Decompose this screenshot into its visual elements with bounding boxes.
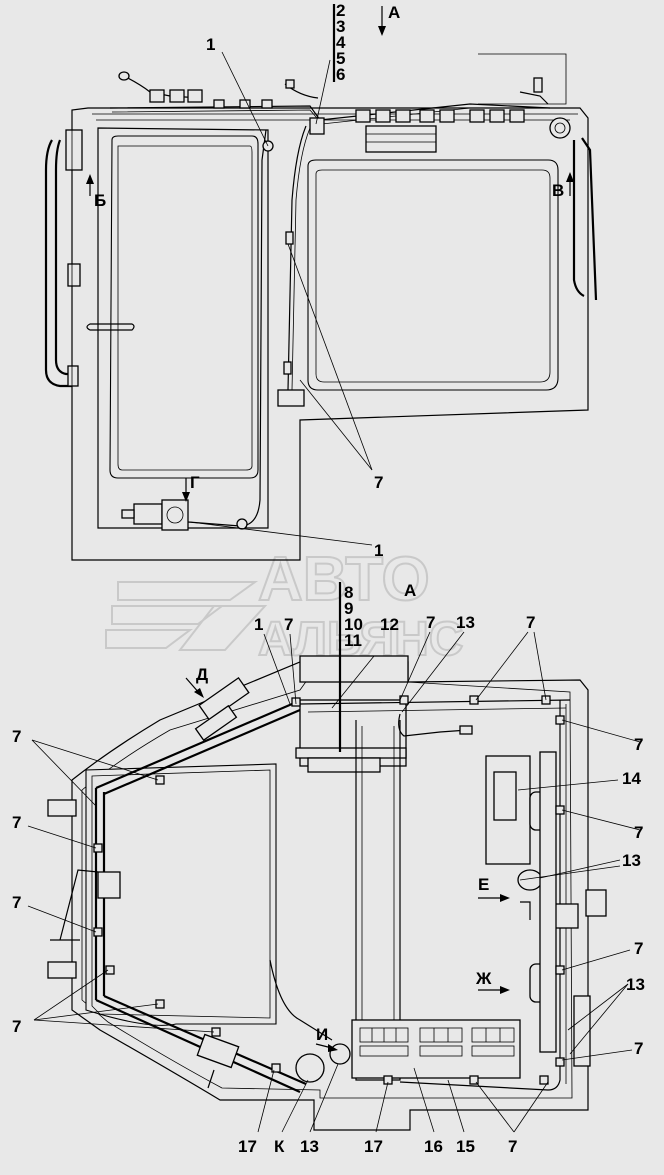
label-13-right2: 13 xyxy=(626,975,645,994)
label-1-mid: 1 xyxy=(374,541,383,560)
label-view-d: Д xyxy=(196,665,208,684)
watermark: АВТО АЛЬЯНС xyxy=(105,544,464,667)
label-view-b: Б xyxy=(94,191,106,210)
label-17-a: 17 xyxy=(238,1137,257,1156)
label-15: 15 xyxy=(456,1137,475,1156)
label-13-right1: 13 xyxy=(622,851,641,870)
view-arrows xyxy=(86,4,574,1052)
label-view-zh: Ж xyxy=(475,969,492,988)
label-1-bottom: 1 xyxy=(254,615,263,634)
label-4: 4 xyxy=(336,33,346,52)
label-view-i: И xyxy=(316,1025,328,1044)
label-2: 2 xyxy=(336,1,345,20)
label-13-bottom: 13 xyxy=(300,1137,319,1156)
label-view-v: В xyxy=(552,181,564,200)
label-6: 6 xyxy=(336,65,345,84)
label-7-right3: 7 xyxy=(634,939,643,958)
label-1-top: 1 xyxy=(206,35,215,54)
wiper-motor xyxy=(121,499,189,531)
label-12: 12 xyxy=(380,615,399,634)
label-5: 5 xyxy=(336,49,345,68)
fuse-block xyxy=(359,1027,515,1057)
label-7-left3: 7 xyxy=(12,893,21,912)
label-view-a-top: А xyxy=(388,3,400,22)
label-7-left2: 7 xyxy=(12,813,21,832)
label-view-k: К xyxy=(274,1137,285,1156)
label-7-b3: 7 xyxy=(526,613,535,632)
label-16: 16 xyxy=(424,1137,443,1156)
label-view-e: Е xyxy=(478,875,489,894)
clips-7 xyxy=(93,695,565,1085)
label-10: 10 xyxy=(344,615,363,634)
label-7-right2: 7 xyxy=(634,823,643,842)
label-7-top: 7 xyxy=(374,473,383,492)
top-view xyxy=(44,53,598,561)
label-8: 8 xyxy=(344,583,353,602)
label-7-b2: 7 xyxy=(426,613,435,632)
label-7-bottom: 7 xyxy=(508,1137,517,1156)
bottom-view xyxy=(47,655,607,1131)
label-view-g: Г xyxy=(190,473,200,492)
label-7-right4: 7 xyxy=(634,1039,643,1058)
label-7-b1: 7 xyxy=(284,615,293,634)
callout-labels: А 1 2 3 4 5 6 Б В Г 7 1 А 8 9 10 11 1 7 … xyxy=(12,1,645,1156)
label-7-left1: 7 xyxy=(12,727,21,746)
watermark-line1: АВТО xyxy=(258,545,430,614)
label-7-right1: 7 xyxy=(634,735,643,754)
roof-connectors xyxy=(149,89,525,153)
label-7-left4: 7 xyxy=(12,1017,21,1036)
label-9: 9 xyxy=(344,599,353,618)
leader-lines xyxy=(27,51,641,1133)
label-3: 3 xyxy=(336,17,345,36)
label-14: 14 xyxy=(622,769,641,788)
label-17-b: 17 xyxy=(364,1137,383,1156)
watermark-logo-icon xyxy=(105,581,268,651)
label-11: 11 xyxy=(344,631,362,650)
label-13-b1: 13 xyxy=(456,613,475,632)
label-view-a-bottom: А xyxy=(404,581,416,600)
